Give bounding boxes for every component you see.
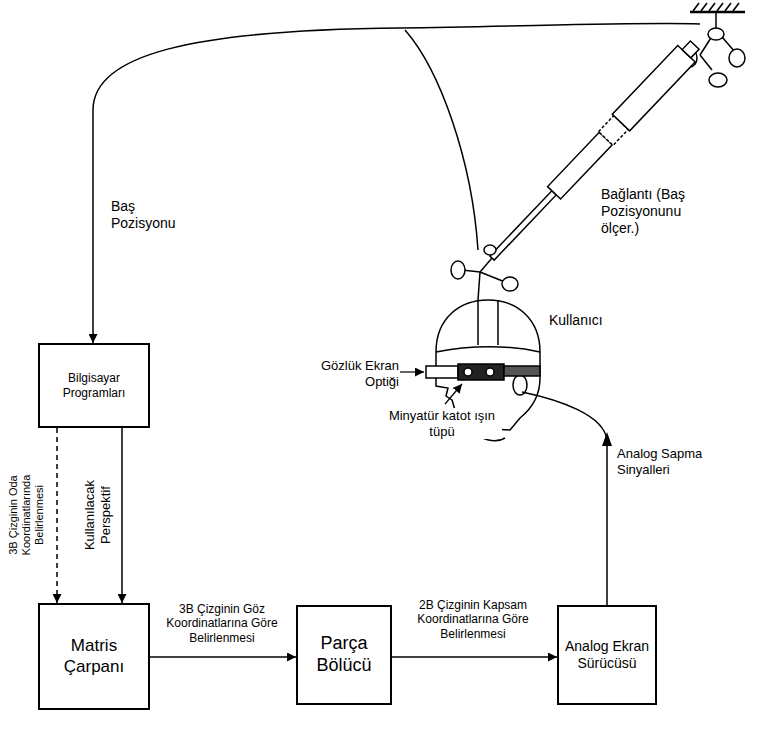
flow-arrow: [56, 428, 58, 603]
box-text: Analog Ekran Sürücüsü: [563, 638, 651, 672]
edge-label: 2B Çizginin Kapsam Koordinatlarına Göre …: [412, 598, 534, 641]
process-box: Matris Çarpanı: [38, 603, 150, 710]
box-text: Parça Bölücü: [302, 633, 386, 676]
flow-arrow: [121, 428, 123, 603]
edge-label: 3B Çizginin Göz Koordinatlarına Göre Bel…: [156, 602, 288, 645]
annotation-label: Baş Pozisyonu: [110, 198, 192, 232]
flow-arrow: [150, 656, 296, 658]
annotation-label: Minyatür katot ışın tüpü: [382, 408, 502, 439]
annotation-label: Gözlük Ekran Optiği: [300, 358, 400, 389]
head-position-line: [93, 23, 700, 343]
process-box: Parça Bölücü: [296, 605, 392, 705]
annotation-label: Kullanıcı: [548, 312, 630, 329]
leader-line: [445, 384, 462, 404]
signal-arrowhead: [602, 432, 612, 446]
flow-arrow: [392, 656, 557, 658]
edge-label: 3B Çizginin Oda Koordinatlarında Belirle…: [7, 463, 47, 567]
annotation-label: Analog Sapma Sinyalleri: [616, 446, 722, 477]
box-text: Matris Çarpanı: [44, 636, 144, 677]
edge-label: Kullanılacak Perspektif: [82, 465, 113, 565]
process-box: Bilgisayar Programları: [38, 343, 150, 428]
leader-line: [400, 371, 424, 372]
annotation-label: Bağlantı (Baş Pozisyonunu ölçer.): [600, 186, 724, 236]
upper-gimbal: [683, 28, 745, 87]
display-goggles: [426, 364, 540, 380]
ceiling-mount: [690, 3, 745, 30]
box-text: Bilgisayar Programları: [44, 371, 144, 400]
lower-gimbal: [451, 245, 518, 300]
process-box: Analog Ekran Sürücüsü: [557, 605, 657, 705]
linkage-cable: [405, 30, 478, 250]
deflection-signal-line: [522, 392, 607, 605]
